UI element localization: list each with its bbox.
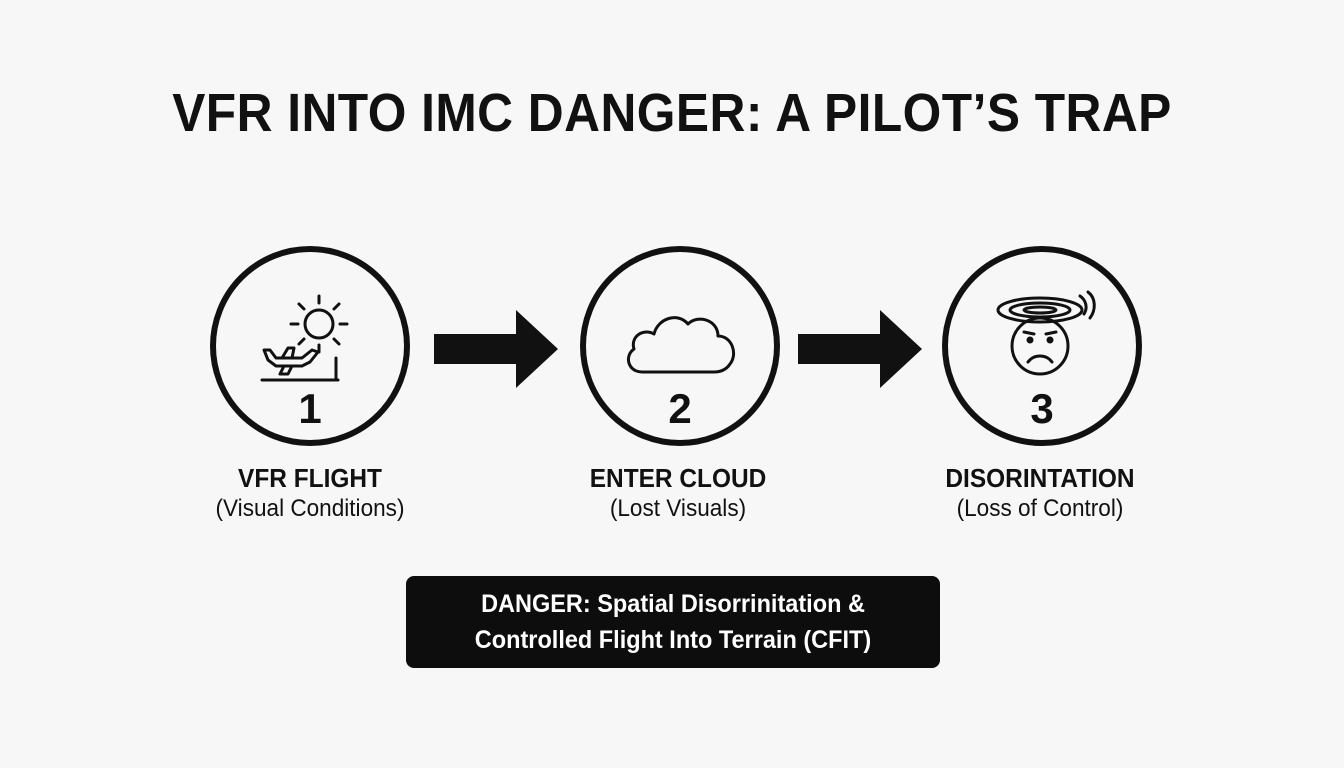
page-title: VFR INTO IMC DANGER: A PILOT’S TRAP [172, 83, 1172, 143]
step-1-circle [210, 246, 410, 446]
step-1-subtitle: (Visual Conditions) [215, 495, 405, 522]
step-3-subtitle: (Loss of Control) [956, 495, 1124, 522]
step-1-badge: 1 [210, 246, 410, 446]
step-1-number: 1 [298, 385, 322, 432]
danger-banner: DANGER: Spatial Disorrinitation & Contro… [406, 576, 940, 668]
danger-line-1: DANGER: Spatial Disorrinitation & [481, 590, 865, 618]
step-2-subtitle: (Lost Visuals) [609, 495, 747, 522]
danger-line-2: Controlled Flight Into Terrain (CFIT) [474, 626, 872, 654]
step-2-number: 2 [668, 385, 692, 432]
step-2-circle [580, 246, 780, 446]
step-3-title: DISORINTATION [945, 463, 1135, 493]
step-3-label: DISORINTATION (Loss of Control) [890, 462, 1190, 524]
arrow-right-icon [798, 310, 922, 388]
step-1-title: VFR FLIGHT [238, 463, 382, 493]
cloud-icon [626, 316, 735, 374]
step-3-circle [942, 246, 1142, 446]
sun-airplane-icon [260, 294, 349, 382]
step-3-badge: 3 [942, 246, 1142, 446]
step-3-number: 3 [1030, 385, 1054, 432]
step-2-label: ENTER CLOUD (Lost Visuals) [528, 462, 828, 524]
step-2-badge: 2 [580, 246, 780, 446]
arrow-right-icon [434, 310, 558, 388]
dizzy-face-icon [996, 290, 1096, 376]
step-1-label: VFR FLIGHT (Visual Conditions) [160, 462, 460, 524]
step-2-title: ENTER CLOUD [589, 463, 767, 493]
